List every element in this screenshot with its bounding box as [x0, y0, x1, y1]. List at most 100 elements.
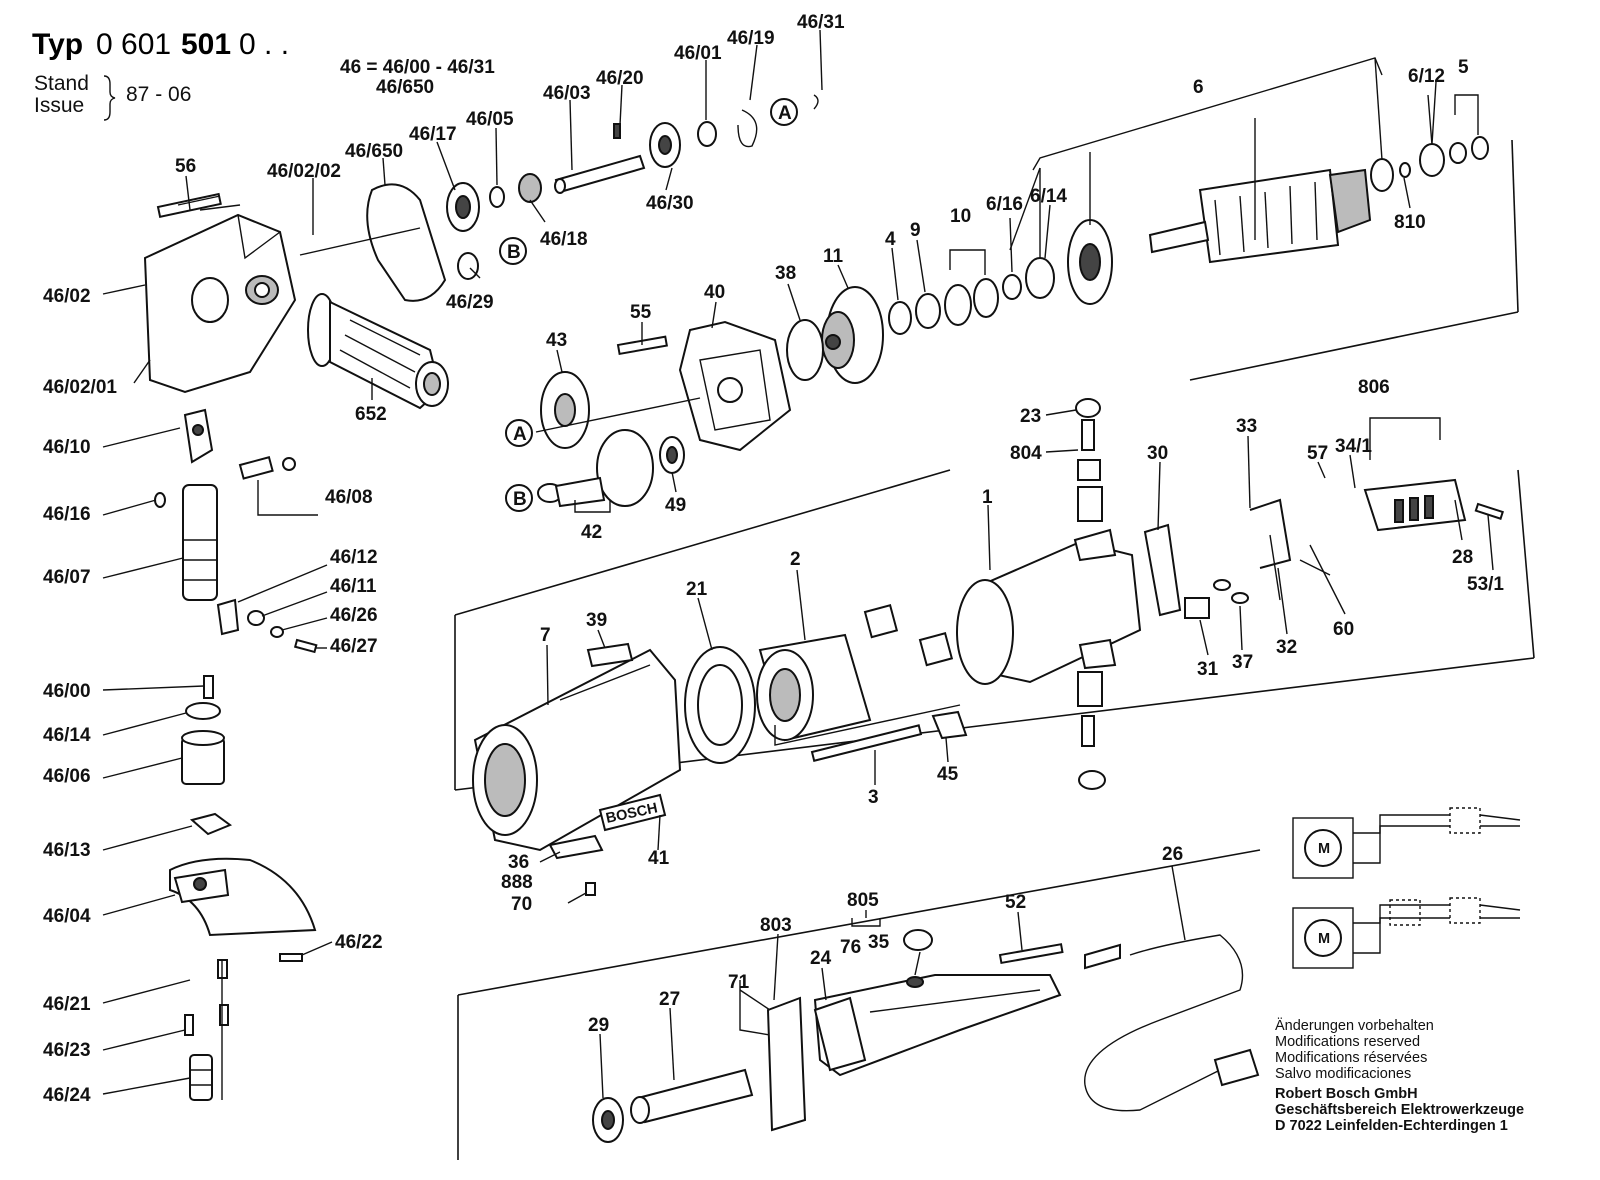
label-46-01: 46/01	[674, 43, 722, 64]
label-60: 60	[1333, 619, 1354, 640]
label-28: 28	[1452, 547, 1473, 568]
gear-42	[537, 429, 654, 508]
parts-46-12-46-11	[216, 598, 318, 654]
ring-10a	[944, 284, 972, 326]
screw-70	[585, 882, 596, 896]
issue-date: 87 - 06	[126, 83, 191, 106]
label-3: 3	[868, 787, 879, 808]
label-6-16: 6/16	[986, 194, 1023, 215]
cord-26	[1084, 934, 1260, 1112]
notice-es: Salvo modificaciones	[1275, 1066, 1411, 1082]
label-56: 56	[175, 156, 196, 177]
label-46-04: 46/04	[43, 906, 91, 927]
label-46-24: 46/24	[43, 1085, 91, 1106]
screw-3	[810, 724, 923, 762]
ring-46-14	[185, 702, 221, 720]
label-76: 76	[840, 937, 861, 958]
label-46-18: 46/18	[540, 229, 588, 250]
gasket-46-650	[366, 183, 447, 302]
label-37: 37	[1232, 652, 1253, 673]
gear-43	[540, 371, 590, 449]
label-805: 805	[847, 890, 879, 911]
label-11: 11	[823, 246, 844, 267]
part-46-13	[189, 812, 233, 836]
issue-label: Issue	[34, 94, 84, 117]
label-46-08: 46/08	[325, 487, 373, 508]
motor-housing-7	[472, 648, 682, 852]
notice-address: D 7022 Leinfelden-Echterdingen 1	[1275, 1118, 1508, 1134]
label-45: 45	[937, 764, 959, 785]
label-6-14: 6/14	[1030, 186, 1067, 207]
label-46-21: 46/21	[43, 994, 91, 1015]
label-42: 42	[581, 522, 602, 543]
leader-a	[535, 397, 701, 433]
svg-text:M: M	[1318, 841, 1330, 857]
bracket-45	[931, 710, 968, 740]
notice-company: Robert Bosch GmbH	[1275, 1086, 1418, 1102]
label-31: 31	[1197, 659, 1219, 680]
bracket-42	[574, 500, 611, 513]
label-46-23: 46/23	[43, 1040, 91, 1061]
label-5: 5	[1458, 57, 1469, 78]
brush-holders-804-23	[1075, 398, 1106, 790]
leader-lines	[102, 29, 1494, 1099]
pin-46-23b	[219, 1004, 229, 1026]
label-6: 6	[1193, 77, 1204, 98]
ring-10b	[973, 278, 999, 318]
bracket-10	[949, 249, 986, 275]
label-46-22: 46/22	[335, 932, 383, 953]
label-71: 71	[728, 972, 750, 993]
screw-46-00	[203, 675, 214, 699]
label-38: 38	[775, 263, 796, 284]
svg-text:M: M	[1318, 931, 1330, 947]
svg-text:A: A	[778, 103, 792, 124]
label-36: 36	[508, 852, 529, 873]
svg-text:B: B	[507, 242, 521, 263]
label-40: 40	[704, 282, 725, 303]
label-46-20: 46/20	[596, 68, 644, 89]
part-71	[766, 996, 807, 1132]
ring-21	[684, 646, 756, 764]
label-4: 4	[885, 229, 896, 250]
marker-a-bottom: A	[505, 419, 533, 447]
filter-27	[630, 1068, 754, 1124]
side-handle-652	[307, 293, 449, 410]
label-49: 49	[665, 495, 686, 516]
notice-fr: Modifications réservées	[1275, 1050, 1427, 1066]
part-46-10	[183, 408, 214, 464]
group-definition: 46 = 46/00 - 46/31	[340, 57, 495, 78]
label-46-27: 46/27	[330, 636, 378, 657]
title-suffix: 0 . .	[239, 28, 289, 61]
label-46-14: 46/14	[43, 725, 91, 746]
switch-parts-31-37	[1184, 579, 1249, 619]
washer-9	[915, 293, 941, 329]
label-46-26: 46/26	[330, 605, 378, 626]
label-29: 29	[588, 1015, 609, 1036]
label-2: 2	[790, 549, 801, 570]
switch-806	[1363, 417, 1467, 532]
label-46-10: 46/10	[43, 437, 91, 458]
bolt-46-24	[189, 1054, 213, 1101]
label-810: 810	[1394, 212, 1426, 233]
label-53-1: 53/1	[1467, 574, 1504, 595]
stator-2	[756, 604, 954, 742]
brand-plate-41: BOSCH	[598, 793, 667, 832]
label-46-02-01: 46/02/01	[43, 377, 117, 398]
label-1: 1	[982, 487, 993, 508]
wiring-diagram-2: M	[1292, 897, 1521, 969]
label-6-12: 6/12	[1408, 66, 1445, 87]
label-7: 7	[540, 625, 551, 646]
label-43: 43	[546, 330, 567, 351]
svg-text:B: B	[513, 489, 527, 510]
part-number-labels: 46/31 46/19 46/01 46/20 46/03 46/05 46/1…	[43, 12, 1504, 1106]
label-52: 52	[1005, 892, 1026, 913]
label-806: 806	[1358, 377, 1390, 398]
label-46-02-02: 46/02/02	[267, 161, 341, 182]
title-number-bold: 501	[181, 28, 231, 61]
label-46-650: 46/650	[345, 141, 403, 162]
pin-46-08	[238, 456, 296, 480]
label-888: 888	[501, 872, 533, 893]
label-9: 9	[910, 220, 921, 241]
armature-bracket-lines	[1009, 57, 1479, 258]
